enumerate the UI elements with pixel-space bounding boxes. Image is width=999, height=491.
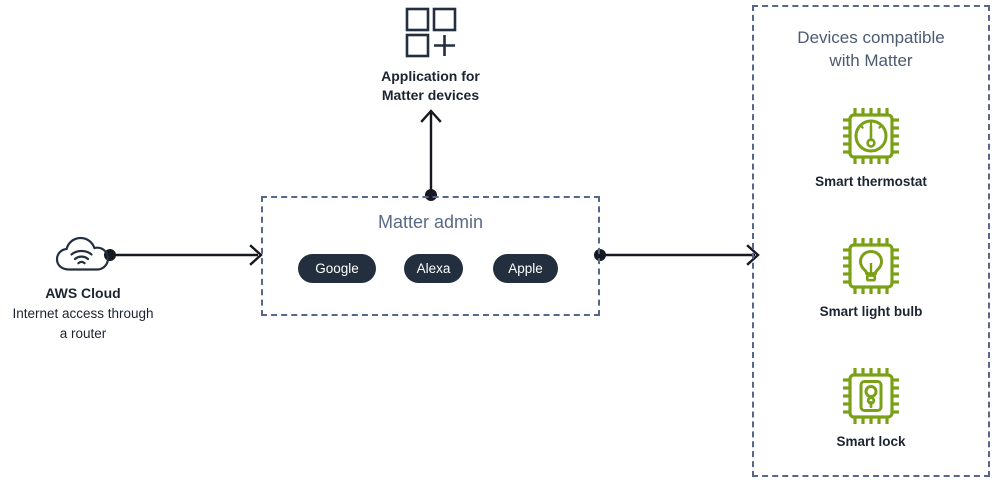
device-label-light-bulb: Smart light bulb bbox=[819, 304, 923, 319]
app-grid-plus-icon bbox=[405, 7, 456, 58]
devices-panel-title-line1: Devices compatible bbox=[797, 28, 945, 47]
device-item-lock: Smart lock bbox=[752, 365, 990, 449]
cloud-wifi-icon bbox=[55, 236, 110, 271]
aws-cloud-subtitle-line2: a router bbox=[59, 326, 107, 341]
device-label-thermostat: Smart thermostat bbox=[815, 174, 927, 189]
matter-admin-title: Matter admin bbox=[377, 212, 484, 232]
application-label-line1: Application for bbox=[381, 68, 480, 84]
matter-admin-to-application-arrow bbox=[420, 109, 442, 201]
devices-panel-title-line2: with Matter bbox=[829, 51, 913, 70]
devices-panel-title: Devices compatible with Matter bbox=[752, 26, 990, 72]
chip-lightbulb-icon bbox=[843, 238, 899, 294]
device-label-lock: Smart lock bbox=[836, 434, 906, 449]
matter-admin-group bbox=[261, 196, 600, 316]
matter-admin-to-devices-arrow bbox=[594, 244, 760, 266]
matter-admin-pill-alexa[interactable]: Alexa bbox=[404, 254, 463, 283]
matter-admin-pill-apple[interactable]: Apple bbox=[493, 254, 558, 283]
chip-thermostat-icon bbox=[843, 108, 899, 164]
device-item-light-bulb: Smart light bulb bbox=[752, 235, 990, 319]
aws-cloud-title: AWS Cloud bbox=[45, 285, 121, 301]
aws-cloud-node: AWS Cloud Internet access through a rout… bbox=[0, 234, 166, 344]
device-item-thermostat: Smart thermostat bbox=[752, 105, 990, 189]
application-node: Application for Matter devices bbox=[345, 6, 516, 105]
devices-panel bbox=[752, 5, 990, 477]
chip-lock-icon bbox=[843, 368, 899, 424]
matter-admin-pill-google[interactable]: Google bbox=[298, 254, 376, 283]
aws-cloud-subtitle-line1: Internet access through bbox=[12, 306, 154, 321]
application-label-line2: Matter devices bbox=[381, 87, 480, 103]
